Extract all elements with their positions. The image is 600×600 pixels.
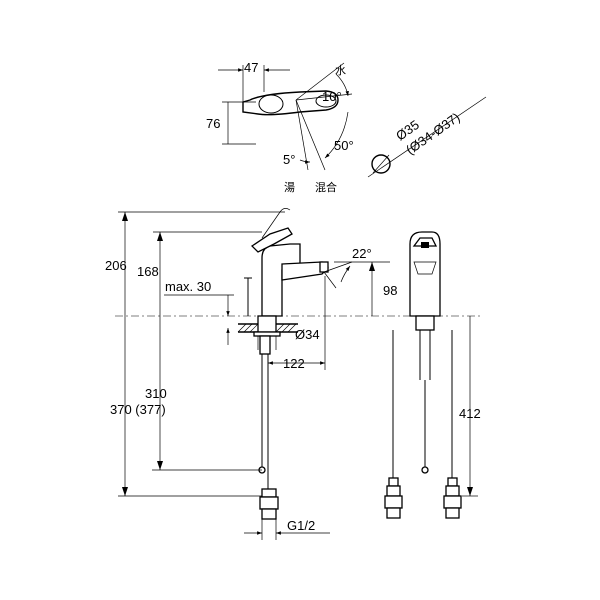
front-view: 206 168 max. 30 22° 98 [105,208,480,540]
arc-50deg [324,111,349,159]
hole-detail: Ø35 (Ø34-Ø37) [367,96,487,178]
side-hose-left-ferrule [388,477,399,487]
faucet-top-outline [242,90,339,116]
hose-connector-top [261,488,277,498]
side-shank [415,315,435,331]
hose-connector-nut [259,496,279,510]
side-hose-left-end [386,507,401,519]
ray-10deg [295,93,353,101]
ray-mix [295,99,326,171]
lever-swing-trace [261,208,291,239]
label-cold: 水 [335,64,346,77]
dim-310-arrow [157,461,163,470]
faucet-lever [250,227,293,253]
dim-spout-angle-label: 22° [352,246,372,261]
side-view: 412 [384,231,481,519]
angle-50-label: 50° [334,138,354,153]
dim-hose-length-label: 370 (377) [110,402,166,417]
faucet-aerator [319,261,329,273]
dim-projection-label: 122 [283,356,305,371]
side-hose-left-nut [384,495,403,509]
arc-5deg [299,159,311,164]
label-mix: 混合 [315,180,337,194]
top-view: 47 76 水 10° 50° 5° 湯 混合 [206,60,354,194]
dim-206-label: 206 [105,258,127,273]
mounting-shank [257,315,277,333]
angle-5-label: 5° [283,152,295,167]
dim-base-diameter-label: Ø34 [295,327,320,342]
side-rod-end-cap [421,466,429,474]
dim-max-thickness-label: max. 30 [165,279,211,294]
angle-10-label: 10° [322,89,342,104]
dim-76-label: 76 [206,116,220,131]
hole-circle [371,154,391,174]
ray-cold [295,62,345,101]
side-hose-right-end [445,507,460,519]
side-spout-outline [413,261,437,275]
dim-98-label: 98 [383,283,397,298]
dim-98-arrow [369,262,375,271]
side-hose-right-ferrule [447,477,458,487]
arc-10deg [335,73,349,97]
dim-412-arrow [467,487,473,496]
faucet-top-body [258,94,284,114]
side-lever-mark [421,242,429,248]
counter-hatch [237,323,297,333]
spout-flow-line [323,271,337,289]
faucet-body [261,243,301,317]
threaded-shank [259,335,271,355]
dim-370-arrow [122,487,128,496]
spout-angle-arc [340,265,351,283]
dim-168-label: 168 [137,264,159,279]
dim-side-hose-length-label: 412 [459,406,481,421]
dim-47-label: 47 [244,60,258,75]
dim-thread-label: G1/2 [287,518,315,533]
label-hot: 湯 [284,181,295,194]
faucet-top-handle [315,94,337,108]
ray-hot [295,99,309,171]
dim-206-arrow [122,212,128,221]
dim-168-arrow [157,232,163,241]
side-hose-right-nut [443,495,462,509]
dim-rod-length-label: 310 [145,386,167,401]
side-hose-left-connector [386,485,401,497]
hole-leader [367,96,487,178]
hose-connector-bottom [261,508,277,520]
hole-crossline [372,154,390,174]
side-hose-right-connector [445,485,460,497]
spout-angle-ray [323,261,353,273]
